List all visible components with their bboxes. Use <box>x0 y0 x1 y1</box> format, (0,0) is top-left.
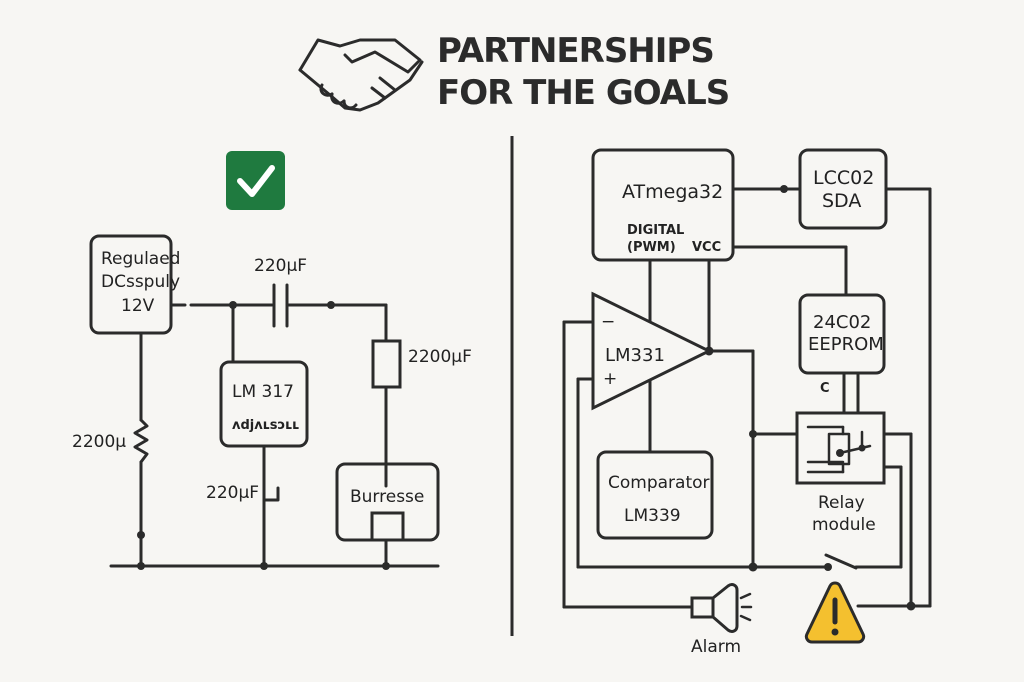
capacitor-right-label: 2200µF <box>408 347 472 367</box>
speaker-icon <box>690 583 753 633</box>
lcd-label: LCC02 <box>813 167 874 189</box>
capacitor-body <box>371 339 402 389</box>
power-supply-label-1: Regulaed <box>101 249 180 269</box>
warning-icon <box>804 581 866 644</box>
relay-sublabel: module <box>812 515 876 535</box>
comparator-label: Comparator <box>608 473 710 493</box>
power-supply-block: Regulaed DCsspuly 12V <box>89 234 180 335</box>
regulator-label: LM 317 <box>232 382 294 402</box>
comparator-block: Comparator LM339 <box>596 450 714 540</box>
junction-dots <box>137 301 390 570</box>
mcu-pin-pwm: (PWM) <box>627 240 676 255</box>
eeprom-block: 24C02 EEPROM C <box>798 293 886 396</box>
lcd-block: LCC02 SDA <box>798 148 888 230</box>
capacitor-symbol <box>272 283 289 328</box>
alarm-label: Alarm <box>691 637 741 657</box>
opamp-plus: + <box>603 369 617 389</box>
right-junction-dots <box>704 185 916 611</box>
relay-block: Relay module <box>795 411 886 535</box>
title-line-1: PARTNERSHIPS <box>437 31 714 71</box>
right-circuit-wires <box>562 187 932 609</box>
title-line-2: FOR THE GOALS <box>437 73 729 113</box>
capacitor-top-label: 220µF <box>254 256 307 276</box>
mcu-label: ATmega32 <box>622 181 723 203</box>
check-icon <box>226 151 285 210</box>
capacitor-regulator-label: 220µF <box>206 483 259 503</box>
regulator-block: LM 317 ʌdjʌʟsɔʟʟ <box>219 360 309 448</box>
power-supply-label-2: DCsspuly <box>101 272 180 292</box>
relay-label: Relay <box>818 493 865 513</box>
regulator-sublabel: ʌdjʌʟsɔʟʟ <box>232 418 299 433</box>
buzzer-block: Burresse <box>335 462 440 542</box>
handshake-icon <box>298 38 424 112</box>
lcd-sublabel: SDA <box>822 190 861 212</box>
resistor-symbol <box>133 418 149 464</box>
small-capacitor-symbol <box>262 484 280 502</box>
mcu-pin-vcc: VCC <box>692 240 721 255</box>
mcu-block: ATmega32 DIGITAL (PWM) VCC <box>591 148 735 262</box>
resistor-label: 2200µ <box>72 432 126 452</box>
opamp-label: LM331 <box>605 345 665 366</box>
opamp-minus: − <box>601 312 615 332</box>
eeprom-sublabel: EEPROM <box>808 334 884 355</box>
eeprom-pin-label: C <box>820 381 830 396</box>
power-supply-voltage: 12V <box>121 296 155 316</box>
comparator-sublabel: LM339 <box>624 506 681 526</box>
opamp-block: − + LM331 <box>591 291 713 411</box>
buzzer-label: Burresse <box>350 487 424 507</box>
eeprom-label: 24C02 <box>813 312 871 333</box>
mcu-pin-digital: DIGITAL <box>627 223 684 238</box>
